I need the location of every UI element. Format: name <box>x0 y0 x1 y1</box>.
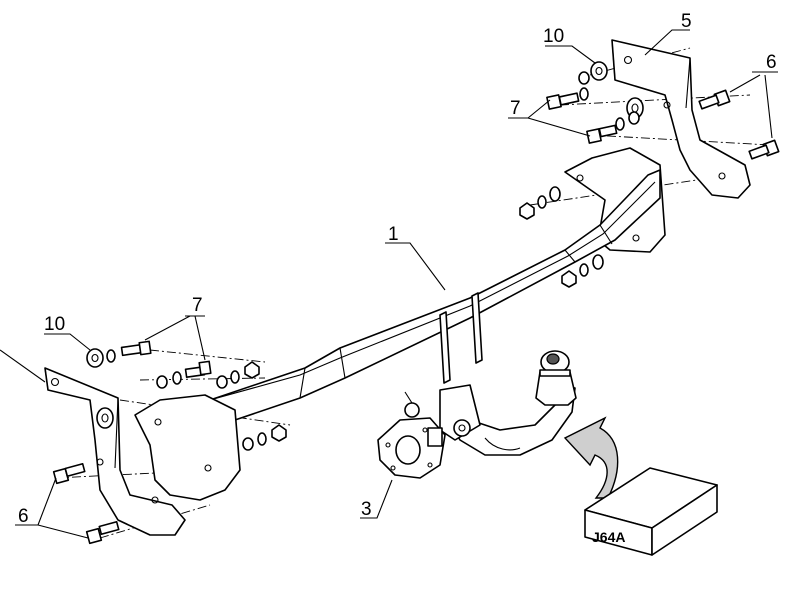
left-side-plate <box>134 394 241 501</box>
callout-1: 1 <box>388 224 399 245</box>
callout-6-right: 6 <box>766 52 777 73</box>
callout-7-left: 7 <box>192 295 203 316</box>
right-hardware <box>519 61 780 288</box>
box-label: J64A <box>592 529 625 545</box>
left-hardware <box>52 340 287 545</box>
accessory-box: J64A <box>584 467 718 556</box>
socket-plate <box>377 391 446 479</box>
callout-6-left: 6 <box>18 506 29 527</box>
callout-10-left: 10 <box>44 314 65 335</box>
callout-labels: 1 3 5 6 6 7 7 10 10 <box>18 11 777 527</box>
leader-lines <box>0 29 778 539</box>
right-bracket <box>611 39 751 199</box>
callout-10-right: 10 <box>543 26 564 47</box>
curved-arrow <box>563 416 619 499</box>
callout-3: 3 <box>361 499 372 520</box>
right-side-plate <box>564 147 666 253</box>
tow-ball-assembly <box>439 350 577 456</box>
callout-7-right: 7 <box>510 98 521 119</box>
callout-5: 5 <box>681 11 692 32</box>
main-crossbar <box>209 169 661 421</box>
left-bracket <box>44 367 186 536</box>
